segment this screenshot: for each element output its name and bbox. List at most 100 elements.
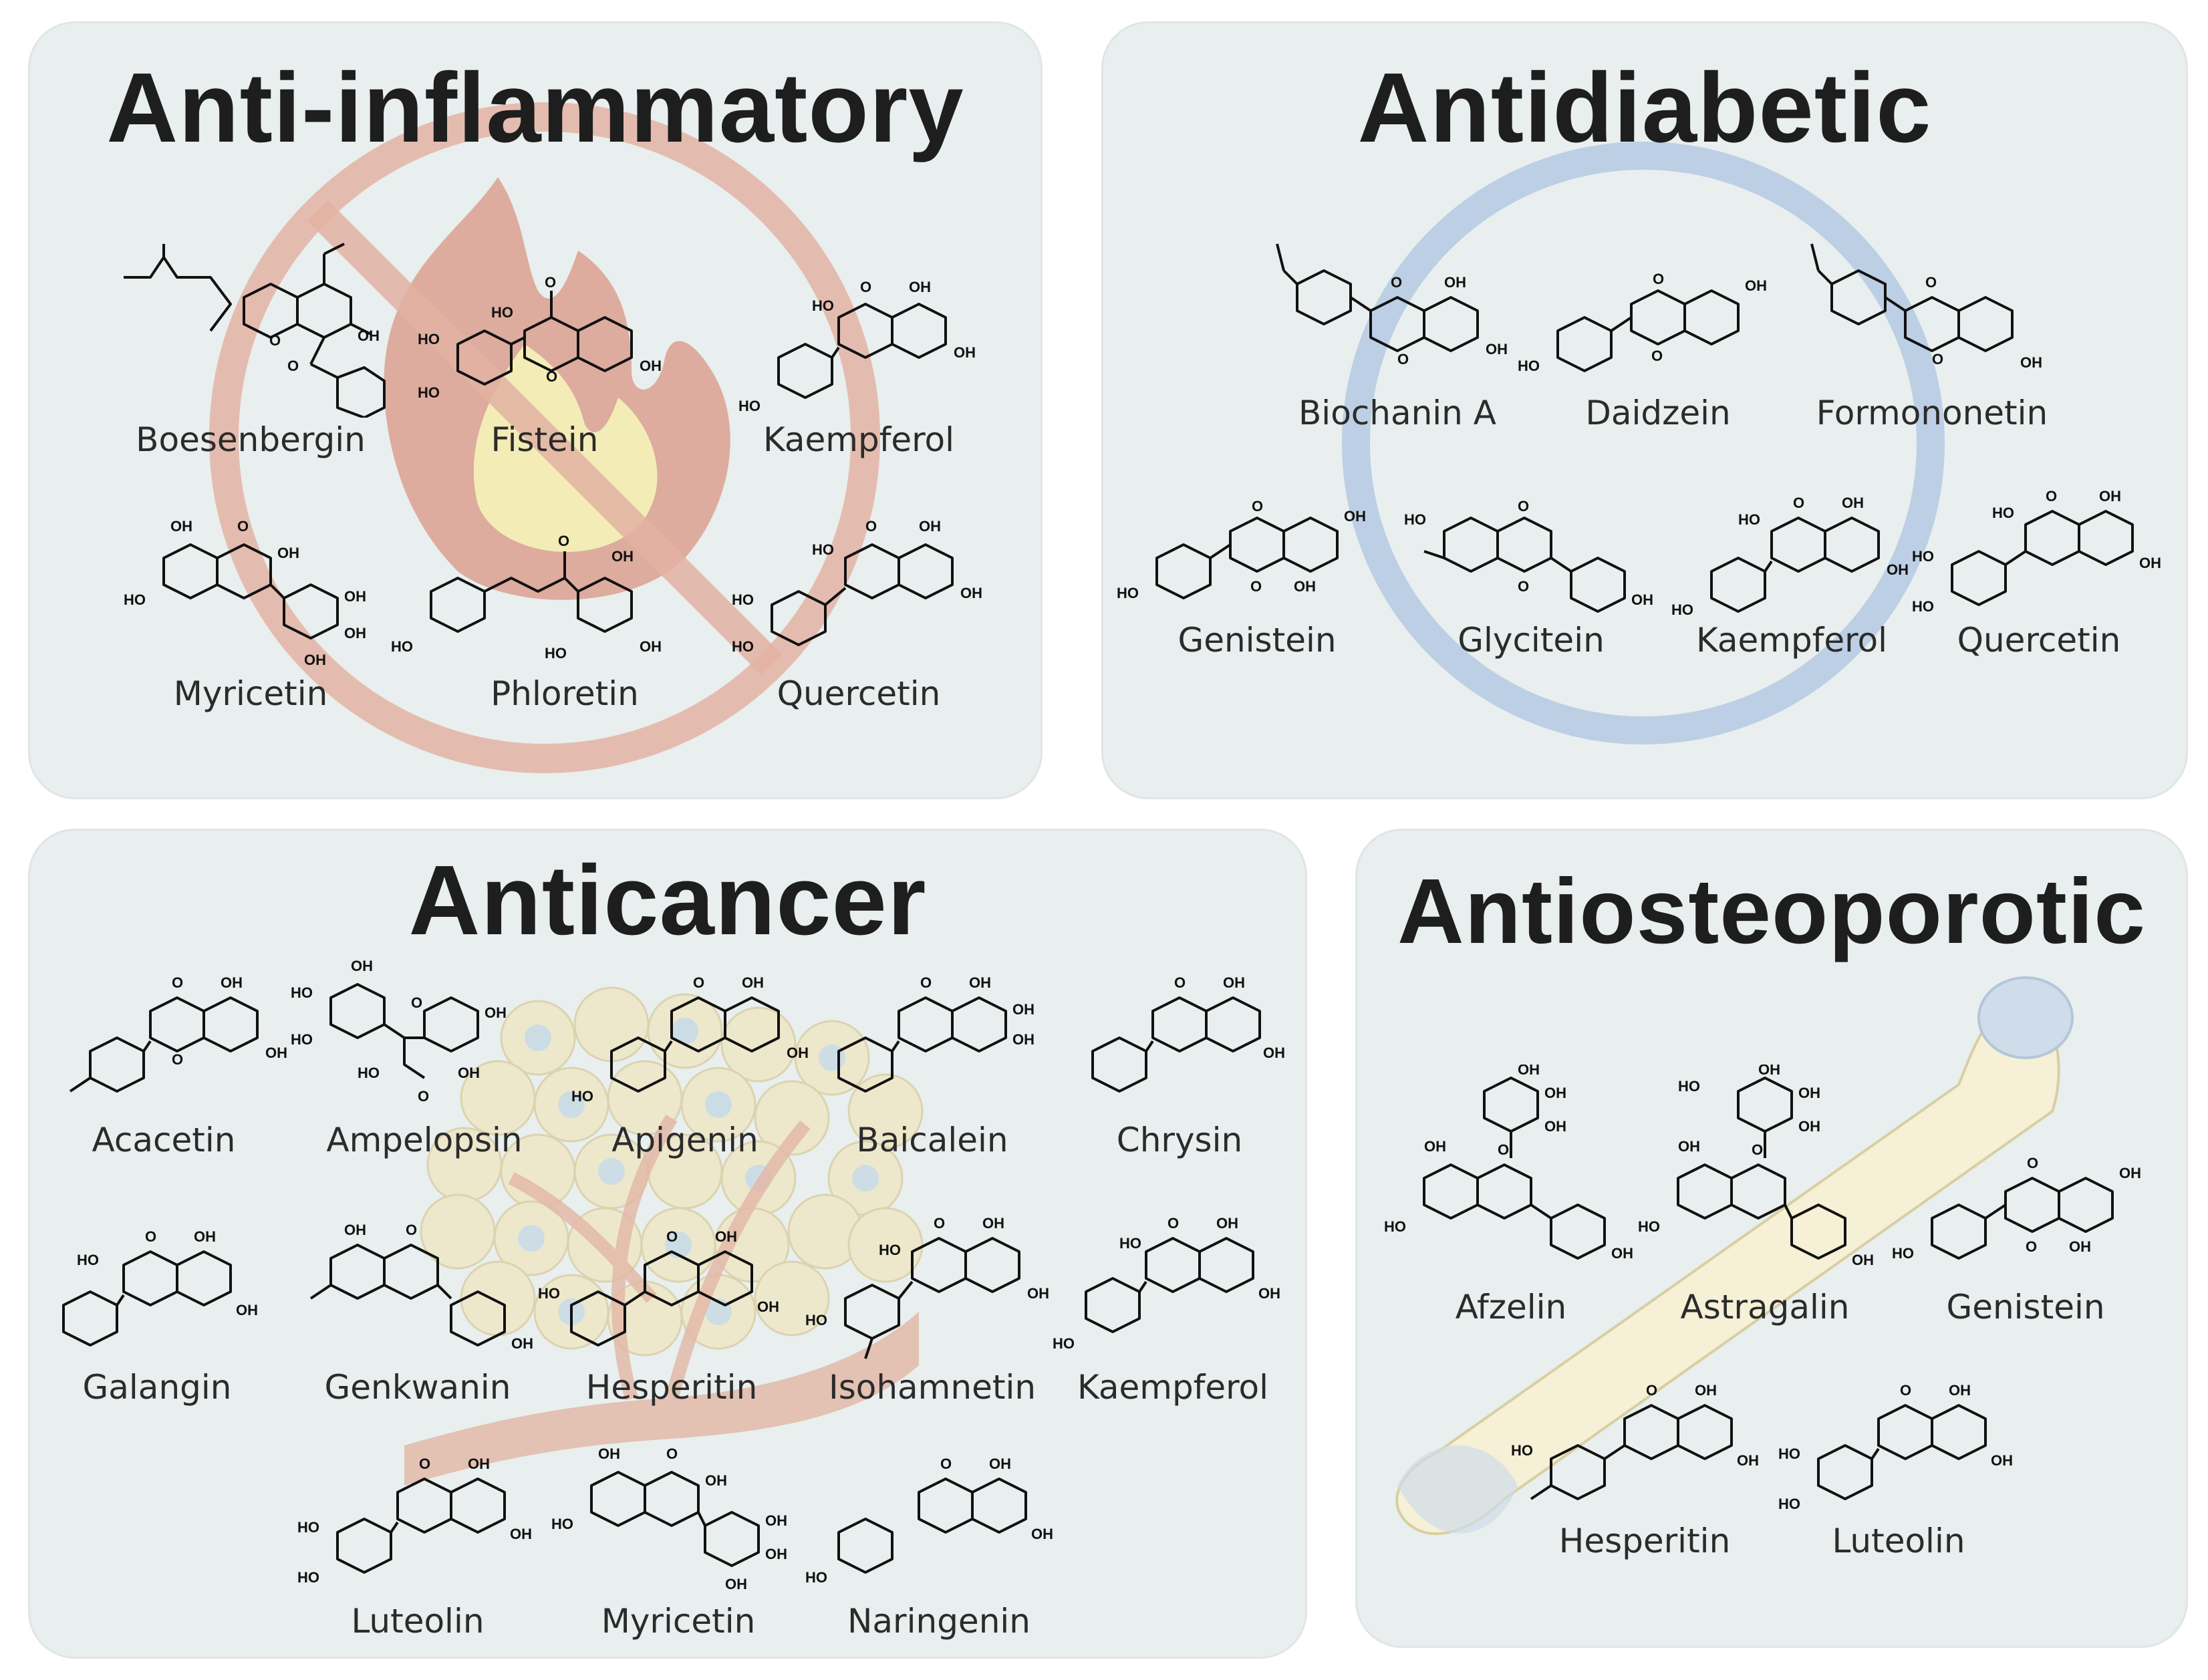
compound-name: Chrysin (1116, 1121, 1243, 1159)
panel-title: Antiosteoporotic (1397, 860, 2146, 963)
compound-name: Isohamnetin (828, 1368, 1037, 1407)
compound-name: Kaempferol (763, 420, 955, 459)
svg-text:OH: OH (757, 1298, 779, 1315)
molecule-fistein: O HO HO HO OH O Fistein (404, 251, 685, 459)
molecule-phloretin: O OH HO HO OH Phloretin (391, 518, 738, 713)
svg-text:OH: OH (989, 1455, 1011, 1472)
svg-text:HO: HO (1638, 1218, 1660, 1235)
compound-name: Genkwanin (324, 1368, 511, 1407)
genkwanin-structure: OH O OH (309, 1222, 533, 1352)
svg-text:O: O (287, 358, 299, 374)
molecule-luteolin: O OH HO HO OH Luteolin (1765, 1365, 2032, 1560)
svg-text:HO: HO (1912, 548, 1934, 565)
molecule-quercetin: O OH HO HO HO OH Quercetin (1899, 478, 2179, 660)
svg-text:O: O (545, 274, 556, 291)
anti-inflammatory-panel: Anti-inflammatory O OH O Boesenbergin O … (28, 21, 1043, 799)
compound-name: Luteolin (351, 1602, 485, 1641)
svg-text:HO: HO (571, 1088, 593, 1105)
svg-text:O: O (419, 1455, 430, 1472)
compound-name: Hesperitin (1558, 1522, 1731, 1560)
svg-text:OH: OH (909, 279, 931, 295)
svg-text:HO: HO (1892, 1245, 1914, 1262)
svg-text:OH: OH (1544, 1118, 1566, 1135)
compound-name: Luteolin (1832, 1522, 1965, 1560)
hesperitin-structure: O OH HO OH (538, 1228, 779, 1347)
svg-text:OH: OH (2020, 354, 2042, 371)
svg-text:HO: HO (291, 984, 313, 1001)
svg-text:O: O (1752, 1141, 1763, 1158)
compound-name: Quercetin (777, 674, 941, 713)
molecule-kaempferol: O OH HO OH HO Kaempferol (1053, 1192, 1293, 1407)
svg-text:O: O (546, 368, 557, 385)
svg-text:OH: OH (1737, 1452, 1759, 1469)
svg-text:OH: OH (705, 1472, 727, 1489)
svg-text:OH: OH (742, 974, 764, 991)
molecule-genkwanin: OH O OH Genkwanin (284, 1205, 551, 1407)
svg-text:OH: OH (1216, 1215, 1238, 1232)
svg-text:OH: OH (725, 1576, 747, 1592)
svg-text:O: O (1653, 271, 1664, 287)
myricetin-structure: OH O OH HO OH OH OH (551, 1445, 787, 1592)
svg-text:OH: OH (1991, 1452, 2013, 1469)
molecule-myricetin: OH O OH HO OH OH OH Myricetin (545, 1432, 812, 1641)
svg-text:O: O (558, 533, 569, 549)
svg-text:O: O (1498, 1141, 1509, 1158)
svg-text:OH: OH (2139, 555, 2161, 571)
svg-text:HO: HO (879, 1242, 901, 1258)
ampelopsin-structure: OH HO HO O OH HO O OH (291, 958, 507, 1105)
acacetin-structure: O OH OH O (69, 974, 287, 1093)
svg-text:OH: OH (458, 1065, 480, 1081)
svg-text:HO: HO (491, 304, 513, 321)
compound-name: Baicalein (856, 1121, 1008, 1159)
svg-text:HO: HO (1404, 511, 1426, 528)
svg-text:OH: OH (511, 1335, 533, 1352)
luteolin-structure: O OH HO HO OH (1778, 1382, 2013, 1512)
svg-text:HO: HO (812, 297, 834, 314)
svg-text:O: O (1932, 351, 1943, 368)
svg-text:OH: OH (919, 518, 941, 535)
svg-text:OH: OH (1842, 495, 1864, 511)
compound-name: Fistein (491, 420, 599, 459)
svg-text:HO: HO (738, 398, 761, 414)
molecule-acacetin: O OH OH O Acacetin (30, 951, 297, 1159)
svg-text:OH: OH (277, 545, 299, 561)
compound-name: Ampelopsin (326, 1121, 523, 1159)
svg-text:OH: OH (1544, 1085, 1566, 1101)
svg-text:OH: OH (170, 518, 192, 535)
molecule-myricetin: OH O OH HO OH OH OH Myricetin (110, 505, 391, 713)
svg-text:OH: OH (765, 1546, 787, 1562)
svg-text:HO: HO (1778, 1445, 1800, 1462)
hesperitin-structure: O OH HO OH (1511, 1382, 1759, 1500)
svg-text:O: O (666, 1445, 678, 1462)
svg-text:HO: HO (391, 638, 413, 655)
compound-name: Glycitein (1458, 621, 1605, 660)
svg-text:OH: OH (1424, 1138, 1446, 1155)
svg-text:HO: HO (805, 1569, 827, 1586)
svg-text:HO: HO (805, 1312, 827, 1328)
compound-name: Kaempferol (1077, 1368, 1269, 1407)
svg-text:HO: HO (538, 1285, 560, 1302)
luteolin-structure: O OH HO HO OH (297, 1455, 532, 1586)
svg-text:OH: OH (611, 548, 634, 565)
svg-text:O: O (1518, 498, 1529, 515)
svg-text:OH: OH (715, 1228, 737, 1245)
svg-text:O: O (934, 1215, 945, 1232)
svg-text:OH: OH (1852, 1252, 1874, 1268)
svg-text:O: O (1793, 495, 1804, 511)
svg-text:OH: OH (344, 625, 366, 642)
svg-text:OH: OH (598, 1445, 620, 1462)
no-sign-icon (209, 102, 880, 773)
svg-text:OH: OH (1344, 508, 1366, 525)
genistein-structure: O OH HO O OH (1117, 498, 1366, 601)
svg-text:HO: HO (1778, 1496, 1800, 1512)
molecule-hesperitin: O OH HO OH Hesperitin (1511, 1365, 1778, 1560)
molecule-quercetin: O OH HO HO HO OH Quercetin (712, 505, 1006, 713)
compound-name: Genistein (1178, 621, 1337, 660)
compound-name: Afzelin (1455, 1288, 1567, 1326)
svg-text:HO: HO (297, 1569, 319, 1586)
svg-text:OH: OH (1012, 1001, 1034, 1018)
antiosteoporotic-panel: Antiosteoporotic OH OH OH OH O HO OH Afz… (1355, 829, 2188, 1648)
svg-text:HO: HO (1511, 1442, 1533, 1459)
svg-text:O: O (2026, 1238, 2037, 1255)
no-fire-icon (209, 102, 880, 773)
